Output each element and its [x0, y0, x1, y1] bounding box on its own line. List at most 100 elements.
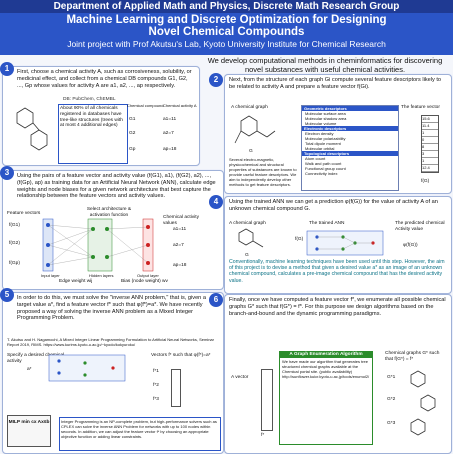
title-banner: Machine Learning and Discrete Optimizati…	[0, 13, 453, 55]
result-label: Chemical graphs G* such that f(G*) = f*	[385, 351, 440, 362]
db-note: About 90% of all chemicals registered in…	[58, 104, 128, 164]
vec-cell-5: 8	[422, 144, 438, 151]
row-2-compound: G2	[129, 131, 136, 136]
gstar-2: G*2	[387, 397, 396, 402]
chemical-graph-icon	[234, 115, 276, 144]
fstar-vector-icon	[171, 369, 181, 407]
algo-title: A Graph Enumeration Algorithm	[280, 352, 372, 358]
topo-item-2: Walk and path count	[305, 161, 342, 166]
milp-box: MILP min cx Ax≤b	[7, 415, 51, 447]
step3-number: 3	[0, 166, 14, 180]
step1-panel: 1 First, choose a chemical activity A, s…	[0, 62, 200, 166]
step6-text: Finally, once we have computed a feature…	[229, 297, 446, 317]
topo-item-3: Functional group count	[305, 166, 346, 171]
step4-number: 4	[209, 195, 223, 209]
fstar-label-6: f*	[261, 433, 265, 438]
edge-weight-label: Edge weight wij	[59, 279, 93, 284]
g-label: G	[249, 149, 253, 154]
elec-item-2: Molecular polarizability	[305, 136, 346, 141]
vec-cell-4: 0	[422, 137, 438, 144]
vec-cell-8: 12.4	[422, 165, 438, 172]
step6-panel: 6 Finally, once we have computed a featu…	[209, 293, 452, 454]
step1-text: First, choose a chemical activity A, suc…	[17, 69, 192, 89]
step6-number: 6	[209, 293, 223, 307]
step5-text: In order to do this, we must solve the "…	[17, 295, 206, 322]
step2-panel: 2 Next, from the structure of each graph…	[209, 73, 452, 194]
chem-graph-label-4: A chemical graph	[229, 221, 266, 226]
reference-text: T. Akutsu and H. Nagamochi, A Mixed Inte…	[7, 337, 214, 347]
row-1-activity: a1=11	[163, 117, 177, 122]
step3-text: Using the pairs of a feature vector and …	[17, 173, 216, 200]
fstar-2: f*2	[153, 383, 159, 388]
descriptor-note: Several electro-magnetic, physicochemica…	[229, 157, 297, 187]
intro-text: We develop computational methods in chem…	[207, 56, 443, 74]
algo-text: We have made our algorithm that generate…	[282, 358, 370, 379]
chemical-graph-g-icon	[238, 228, 264, 248]
input-layer-label: Input layer	[41, 273, 60, 278]
row-3-compound: Gp	[129, 147, 136, 152]
elec-item-1: Electron density	[305, 131, 334, 136]
step4-panel: 4 Using the trained ANN we can get a pre…	[209, 195, 452, 294]
enumeration-box: A Graph Enumeration Algorithm We have ma…	[279, 351, 373, 445]
result-molecules-icon	[410, 370, 436, 436]
milp-note: Integer Programming is an NP-complete pr…	[59, 417, 221, 451]
vec-cell-7: 1	[422, 158, 438, 165]
geo-item-3: Molecular volume	[305, 121, 337, 126]
trained-ann-label: The trained ANN	[309, 221, 345, 226]
vec-cell-6: 3	[422, 151, 438, 158]
output-2: a2=7	[173, 243, 184, 248]
feature-vector: 15.6 11.4 1 0 8 3 1 12.4	[421, 115, 439, 173]
feature-vectors-label: Feature vectors	[7, 211, 41, 216]
step2-number: 2	[209, 73, 223, 87]
input-1: f(G1)	[9, 223, 20, 228]
fstar-1: f*1	[153, 369, 159, 374]
title-line-2: Novel Chemical Compounds	[148, 26, 305, 38]
chem-graph-label: A chemical graph	[231, 105, 268, 110]
topo-item-4: Connectivity index	[305, 171, 338, 176]
gstar-3: G*3	[387, 421, 396, 426]
specify-label: Specify a desired chemical activity	[7, 353, 65, 364]
conventional-note: Conventionally, machine learning techniq…	[229, 259, 445, 284]
topo-title: Topological descriptors	[302, 151, 398, 156]
subtitle: Joint project with Prof Akutsu's Lab, Ky…	[67, 39, 386, 49]
row-3-activity: ap=18	[163, 147, 177, 152]
input-2: f(G2)	[9, 241, 20, 246]
title-line-1: Machine Learning and Discrete Optimizati…	[66, 14, 387, 26]
geo-item-2: Molecular shadow area	[305, 116, 347, 121]
hidden-layers-label: Hidden layers	[89, 273, 114, 278]
architecture-label: Select architecture & activation functio…	[86, 207, 132, 218]
step4-text: Using the trained ANN we can get a predi…	[229, 199, 438, 212]
compound-shapes	[7, 103, 57, 161]
trained-ann-diagram	[306, 230, 384, 256]
department-header: Department of Applied Math and Physics, …	[0, 0, 453, 13]
elec-item-3: Total dipole moment	[305, 141, 341, 146]
vectors-label: Vectors f* such that φ(f*)=a*	[151, 353, 211, 358]
input-3: f(Gp)	[9, 261, 20, 266]
neural-network-diagram	[42, 218, 154, 272]
fg-label-4: f(G)	[295, 237, 304, 242]
chem-values-label: Chemical activity values	[163, 215, 199, 226]
topo-item-1: Atom count	[305, 156, 326, 161]
milp-label: MILP min cx Ax≤b	[8, 420, 50, 425]
fg-label: f(G)	[421, 179, 430, 184]
g-label-4: G	[245, 253, 249, 258]
geo-title: Geometric descriptors	[302, 106, 398, 111]
step2-text: Next, from the structure of each graph G…	[229, 77, 442, 90]
astar-label: a*	[27, 367, 32, 372]
vec-cell-2: 11.4	[422, 123, 438, 130]
vec-cell-3: 1	[422, 130, 438, 137]
vec-cell-1: 15.6	[422, 116, 438, 123]
elec-item-4: Molecular orbital	[305, 146, 335, 151]
predicted-label: The predicted chemical Activity value	[395, 221, 445, 232]
fstar-3: f*3	[153, 397, 159, 402]
phi-label: φ(f(G))	[403, 243, 418, 248]
col-activity-header: Chemical activity A	[163, 103, 197, 108]
output-3: ap=18	[173, 263, 187, 268]
elec-title: Electronic descriptors	[302, 126, 398, 131]
col-compound-header: Chemical compound	[127, 103, 164, 108]
step3-panel: 3 Using the pairs of a feature vector an…	[0, 166, 224, 290]
db-label: DB: PubChem, ChEMBL	[63, 97, 116, 102]
gstar-1: G*1	[387, 375, 396, 380]
step5-number: 5	[0, 288, 14, 302]
molecule-icon	[16, 107, 48, 151]
